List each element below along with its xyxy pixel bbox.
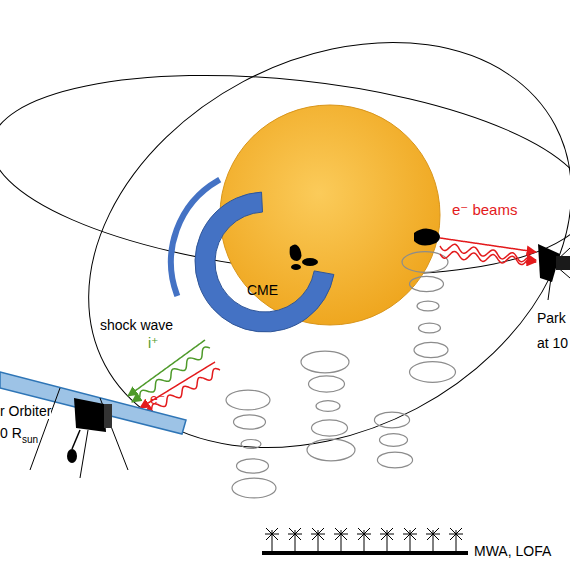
radio-antenna-array	[262, 528, 468, 553]
spacecraft-label: Park	[537, 311, 566, 326]
coil-loop	[374, 412, 409, 428]
wave-arrow	[132, 347, 210, 402]
wave-arrow	[128, 340, 205, 396]
shock-label: shock wave	[100, 318, 173, 333]
wave-arrow	[144, 369, 220, 414]
radio-waves	[128, 238, 536, 414]
solar-orbiter	[0, 372, 186, 478]
spacecraft-label: r Orbiter	[0, 404, 51, 419]
coil-loop	[232, 478, 276, 498]
coil-loop	[309, 376, 345, 392]
coil-loop	[417, 301, 439, 311]
antenna-arms	[334, 528, 348, 540]
magnetic-coils	[226, 252, 456, 498]
antenna-arms	[265, 528, 279, 540]
coil-loop	[312, 420, 348, 436]
coil-loop	[307, 439, 355, 461]
ion-label: i⁺	[148, 336, 159, 351]
antenna-arms	[403, 528, 417, 540]
coil-loop	[226, 390, 270, 410]
antenna-arms	[288, 528, 302, 540]
spacecraft-label: 0 R	[0, 426, 22, 441]
coil-loop	[410, 276, 444, 291]
wave-arrow	[140, 362, 215, 408]
antenna-arms	[426, 528, 440, 540]
antenna-arms	[311, 528, 325, 540]
coil-loop	[410, 362, 456, 383]
coil-loop	[237, 459, 269, 473]
antenna-arms	[449, 528, 463, 540]
cme-label: CME	[247, 283, 278, 298]
coil-loop	[380, 434, 408, 447]
antenna-arms	[380, 528, 394, 540]
orbit	[18, 0, 570, 528]
wave-arrow	[440, 244, 536, 261]
electron-label: e⁻	[150, 392, 165, 407]
coil-loop	[301, 351, 349, 373]
wave-arrow	[440, 251, 536, 264]
subscript: sun	[22, 434, 38, 445]
coil-loop	[414, 342, 448, 357]
beam-label: e⁻ beams	[452, 202, 517, 219]
antenna-arms	[357, 528, 371, 540]
sun	[220, 105, 440, 325]
cme-shape	[195, 192, 334, 332]
coil-loop	[377, 452, 412, 468]
sunspots	[290, 228, 440, 270]
parker-probe	[538, 244, 570, 300]
coil-loop	[419, 323, 441, 333]
spacecraft-label: at 10	[537, 336, 568, 351]
coil-loop	[234, 415, 266, 429]
coil-loop	[316, 401, 340, 412]
coil-loop	[241, 440, 261, 449]
instrument-label: MWA, LOFA	[474, 544, 551, 559]
